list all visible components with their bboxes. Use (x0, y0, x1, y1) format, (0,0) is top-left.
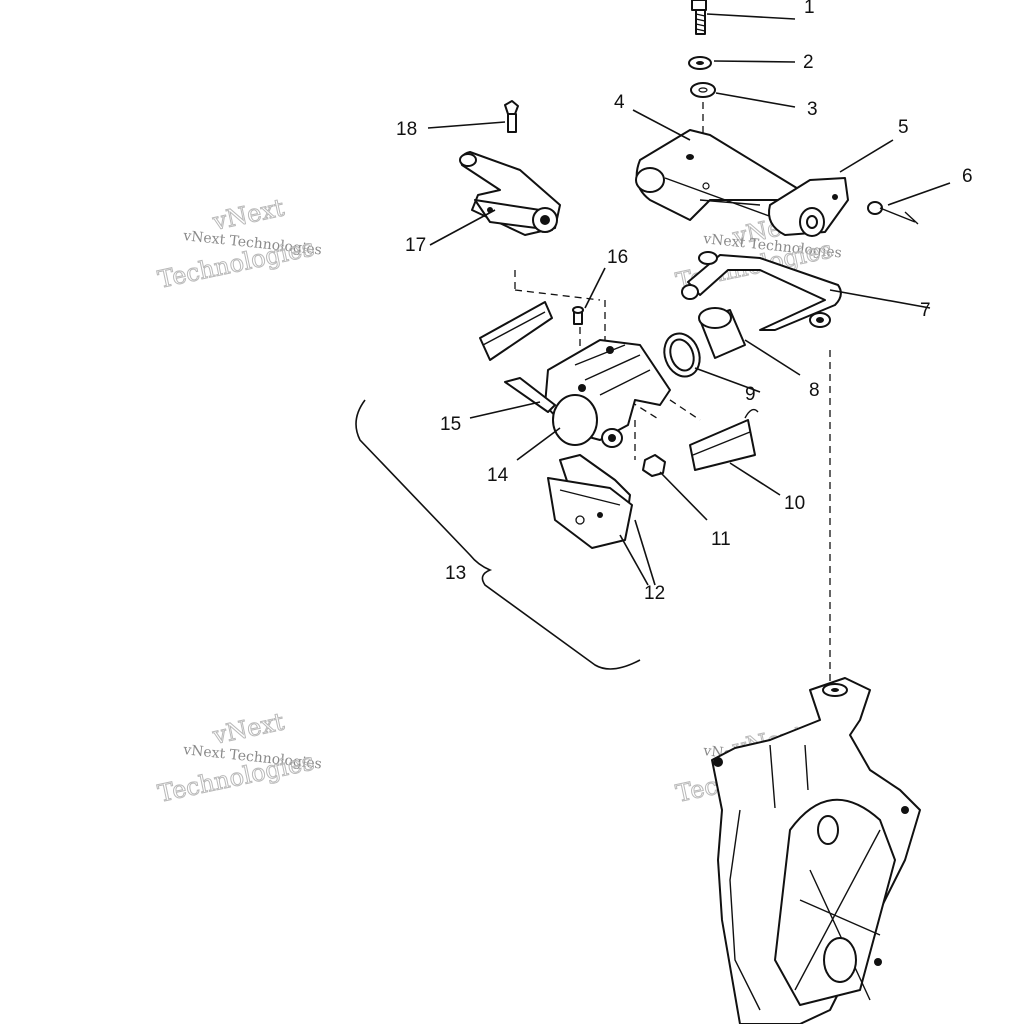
callout-13: 13 (445, 563, 466, 584)
lock-washer-part (688, 56, 712, 70)
callout-16: 16 (607, 247, 628, 268)
callout-3: 3 (807, 99, 818, 120)
master-cylinder-part (459, 151, 561, 236)
housing-frame-part (711, 677, 921, 1024)
bushing-part (698, 307, 746, 359)
shim-right-part (689, 408, 759, 471)
callout-12: 12 (644, 583, 665, 604)
callout-15: 15 (440, 414, 461, 435)
brake-pads-part (547, 454, 633, 549)
caliper-body-part (504, 339, 671, 448)
o-ring-part (663, 332, 701, 378)
callout-14: 14 (487, 465, 509, 486)
lever-part (681, 251, 842, 331)
pivot-mount-part (768, 177, 849, 237)
callout-1: 1 (804, 0, 815, 18)
callout-9: 9 (745, 384, 756, 405)
callout-labels: 1 2 3 4 5 6 7 8 9 10 11 12 13 14 15 16 1… (396, 0, 973, 604)
callout-8: 8 (809, 380, 820, 401)
fitting-part (642, 454, 666, 477)
callout-10: 10 (784, 493, 805, 514)
callout-5: 5 (898, 117, 909, 138)
leader-lines (427, 13, 951, 586)
callout-7: 7 (920, 300, 931, 321)
pin-clip-part (867, 201, 919, 225)
watermark-word: vNext (209, 193, 287, 236)
callout-18: 18 (396, 119, 417, 140)
watermark-bottom-left: vNext vNext Technologies Technologies (155, 707, 323, 808)
watermark-word: vNext (209, 707, 287, 750)
shim-left-part (479, 301, 553, 361)
assembly-brace (355, 399, 641, 670)
callout-2: 2 (803, 52, 814, 73)
callout-17: 17 (405, 235, 426, 256)
bleed-screw-part (572, 306, 584, 325)
bolt-part (691, 0, 707, 35)
flat-washer-part (690, 82, 716, 98)
callout-6: 6 (962, 166, 973, 187)
watermark-top-left: vNext vNext Technologies Technologies (155, 193, 323, 294)
callout-11: 11 (711, 529, 731, 550)
callout-4: 4 (614, 92, 625, 113)
screw-part (504, 100, 519, 133)
bracket-part (635, 129, 801, 221)
